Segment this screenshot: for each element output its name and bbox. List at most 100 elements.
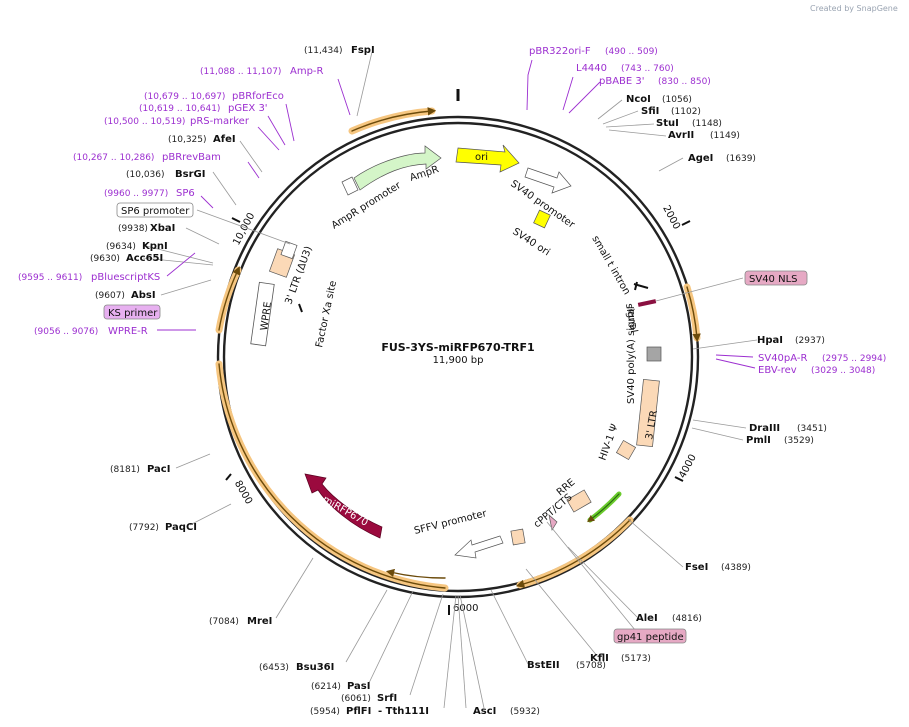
wpre-box	[250, 281, 275, 347]
site-kpni-name: KpnI	[142, 241, 168, 252]
hiv-psi-label: HIV-1 Ψ	[597, 423, 620, 462]
site-kpni-pos: (9634)	[106, 242, 136, 252]
sffv-arrow	[454, 535, 504, 559]
gp41-peptide-box: gp41 peptide	[617, 632, 684, 643]
site-mrei-pos: (7084)	[209, 617, 239, 627]
site-kfli-name: KflI	[590, 653, 609, 664]
primer-pbluescriptks-name: pBluescriptKS	[91, 272, 160, 283]
site-paci-pos: (8181)	[110, 465, 140, 475]
site-sfii-pos: (1102)	[671, 107, 701, 117]
primer-wpre-r-pos: (9056 .. 9076)	[34, 327, 98, 337]
site-fspi-name: FspI	[351, 45, 375, 56]
primer-leaders	[157, 59, 756, 369]
site-ncoi-name: NcoI	[626, 94, 651, 105]
site-fsei-name: FseI	[685, 562, 708, 573]
sv40-nls-box: SV40 NLS	[749, 274, 798, 285]
primer-sp6-name: SP6	[176, 188, 195, 199]
site-afei-pos: (10,325)	[168, 135, 207, 145]
primer-pbr322ori-f-pos: (490 .. 509)	[605, 47, 658, 57]
site-bsu36i-name: Bsu36I	[296, 662, 334, 673]
primer-l4440-pos: (743 .. 760)	[621, 64, 674, 74]
credit-text: Created by SnapGene	[810, 4, 898, 13]
site-bsrgi-name: BsrGI	[175, 169, 205, 180]
ltr3-delta-arrowbox	[280, 240, 298, 260]
tick-4000: 4000	[677, 453, 699, 481]
mirfp670-arrow	[304, 473, 383, 539]
site-afei-name: AfeI	[213, 134, 236, 145]
primer-pgex3-name: pGEX 3'	[228, 103, 268, 114]
primer-ebv-rev-name: EBV-rev	[758, 365, 797, 376]
tick-2000: 2000	[660, 204, 682, 232]
restriction-sites: (11,434) FspI (10,325) AfeI (10,036) Bsr…	[90, 45, 827, 717]
site-pasi-name: PasI	[347, 681, 370, 692]
plasmid-size: 11,900 bp	[433, 355, 484, 366]
primer-pbabe3-name: pBABE 3'	[599, 76, 645, 87]
ampr-label: AmpR	[409, 164, 441, 184]
site-acc65i-pos: (9630)	[90, 254, 120, 264]
site-xbai-name: XbaI	[150, 223, 175, 234]
site-acc65i-name: Acc65I	[126, 253, 163, 264]
site-srfi-name: SrfI	[377, 693, 397, 704]
feature-arcs	[215, 107, 701, 592]
sp6-promoter-box: SP6 promoter	[121, 206, 190, 217]
site-asci-pos: (5932)	[510, 707, 540, 717]
site-agei-pos: (1639)	[726, 154, 756, 164]
primer-pbrforeco-pos: (10,679 .. 10,697)	[144, 92, 225, 102]
site-alei-name: AleI	[636, 613, 658, 624]
backbone-ring-inner	[222, 121, 694, 593]
sv40-polya-label: SV40 poly(A) signal	[626, 306, 637, 404]
leader-lines	[142, 51, 758, 709]
ori-label: ori	[475, 152, 488, 163]
site-avrii-pos: (1149)	[710, 131, 740, 141]
plasmid-name: FUS-3YS-miRFP670-TRF1	[381, 341, 534, 354]
primer-pbrrevbam-pos: (10,267 .. 10,286)	[73, 153, 154, 163]
site-absi-pos: (9607)	[95, 291, 125, 301]
rre-box	[566, 489, 592, 513]
site-alei-pos: (4816)	[672, 614, 702, 624]
ltr3-box	[636, 378, 660, 448]
site-avrii-name: AvrII	[668, 130, 694, 141]
primer-pbrrevbam-name: pBRrevBam	[162, 152, 221, 163]
site-xbai-pos: (9938)	[118, 224, 148, 234]
site-pflfi-name: PflFI	[346, 706, 371, 717]
hiv-psi-box	[615, 439, 637, 461]
nls-signal-label: signal	[623, 303, 639, 334]
site-asci-name: AscI	[473, 706, 496, 717]
sv40-promoter-arrow	[524, 167, 572, 194]
primer-amp-r-pos: (11,088 .. 11,107)	[200, 67, 281, 77]
site-draiii-name: DraIII	[749, 423, 780, 434]
primer-wpre-r-name: WPRE-R	[108, 326, 148, 337]
primers: pBR322ori-F (490 .. 509) L4440 (743 .. 7…	[18, 46, 886, 376]
site-pasi-pos: (6214)	[311, 682, 341, 692]
primer-amp-r-name: Amp-R	[290, 66, 324, 77]
cppt-box	[510, 528, 526, 546]
primer-pbrforeco-name: pBRforEco	[232, 91, 284, 102]
site-pmli-name: PmlI	[746, 435, 771, 446]
small-t-intron-label: small t intron	[589, 234, 632, 297]
sv40-ori-box	[533, 209, 551, 229]
tick-8000: 8000	[232, 479, 254, 507]
site-pmli-pos: (3529)	[784, 436, 814, 446]
site-bsteii-pos: (5708)	[576, 661, 606, 671]
ltr3-label: 3' LTR	[644, 409, 660, 440]
primer-l4440-name: L4440	[576, 63, 607, 74]
site-agei-name: AgeI	[688, 153, 713, 164]
ks-primer-box: KS primer	[108, 308, 158, 319]
site-draiii-pos: (3451)	[797, 424, 827, 434]
factor-xa-label: Factor Xa site	[314, 280, 339, 349]
site-paqci-pos: (7792)	[129, 523, 159, 533]
site-kfli-pos: (5173)	[621, 654, 651, 664]
nls-mark	[637, 299, 657, 307]
site-stui-name: StuI	[656, 118, 679, 129]
site-fsei-pos: (4389)	[721, 563, 751, 573]
mirfp670-label: miRFP670	[321, 494, 370, 529]
site-bsrgi-pos: (10,036)	[126, 170, 165, 180]
primer-prs-marker-name: pRS-marker	[190, 116, 250, 127]
site-srfi-pos: (6061)	[341, 694, 371, 704]
wpre-label: WPRE	[259, 301, 274, 331]
site-sfii-name: SfiI	[641, 106, 659, 117]
primer-sv40pa-r-pos: (2975 .. 2994)	[822, 354, 886, 364]
site-tth111i-name: - Tth111I	[378, 706, 429, 717]
ampr-promoter-label: AmpR promoter	[330, 180, 404, 232]
